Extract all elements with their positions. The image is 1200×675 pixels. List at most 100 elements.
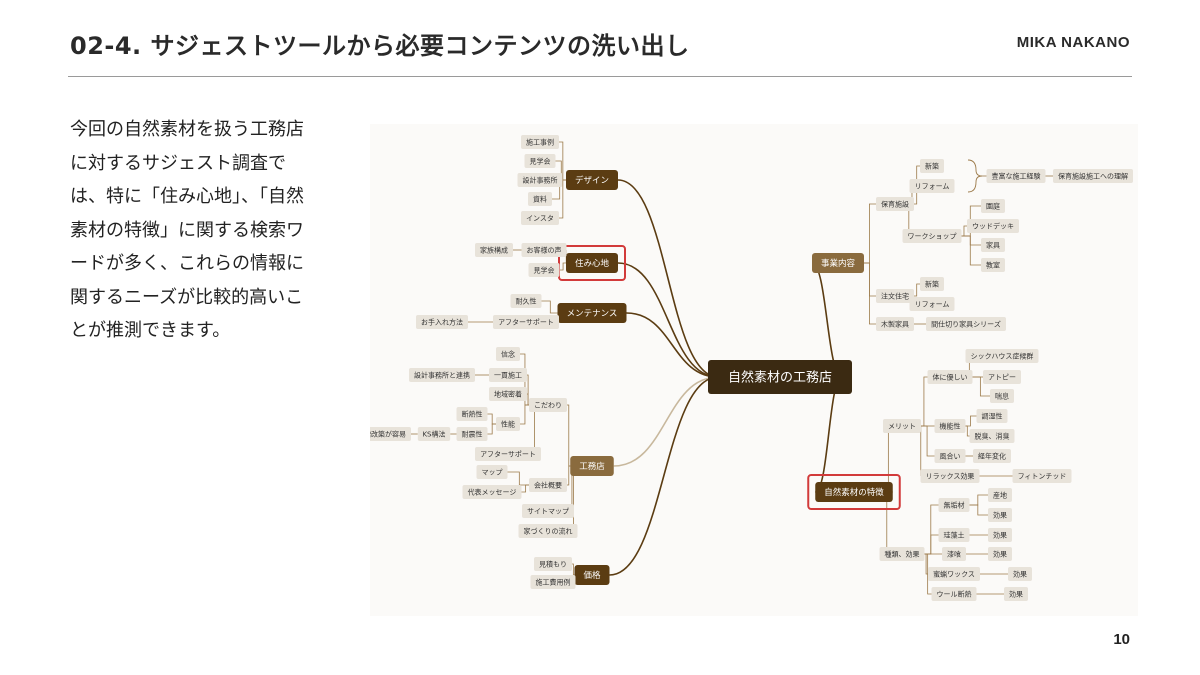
connector-line [507, 471, 529, 486]
connector-line [969, 504, 988, 516]
mind-map-leaf-node: マップ [476, 465, 508, 479]
node-label: 効果 [993, 531, 1007, 540]
connector-line [961, 235, 981, 266]
mind-map-leaf-node: 脱臭、消臭 [969, 429, 1015, 443]
node-label: 効果 [993, 550, 1007, 559]
connector-line [920, 425, 922, 477]
mind-map-leaf-node: アトピー [983, 370, 1021, 384]
connector-line [520, 404, 529, 425]
node-label: 耐震性 [462, 430, 483, 439]
mind-map-leaf-node: 風合い [934, 449, 966, 463]
page-number: 10 [1113, 631, 1130, 648]
connector-line [924, 504, 939, 555]
connector-line [572, 563, 575, 576]
mind-map-leaf-node: リラックス効果 [920, 469, 980, 483]
mind-map-leaf-node: 効果 [988, 528, 1012, 542]
node-label: 代表メッセージ [468, 488, 517, 497]
node-label: 経年変化 [978, 452, 1006, 461]
mind-map-leaf-node: 漆喰 [942, 547, 966, 561]
mind-map-leaf-node: アフターサポート [475, 447, 541, 461]
node-label: 家づくりの流れ [524, 527, 573, 536]
node-label: 見学会 [534, 266, 555, 275]
node-label: 効果 [1013, 570, 1027, 579]
node-label: 注文住宅 [881, 292, 909, 301]
node-label: 信念 [501, 350, 515, 359]
mind-map-leaf-node: 効果 [1008, 567, 1032, 581]
connector-line [487, 423, 496, 435]
connector-line [921, 376, 928, 427]
node-label: 機能性 [940, 422, 961, 431]
mind-map-leaf-node: 家具 [981, 238, 1005, 252]
mind-map-leaf-node: こだわり [529, 398, 567, 412]
mind-map-leaf-node: 産地 [988, 488, 1012, 502]
connector-line [487, 413, 496, 425]
node-label: お客様の声 [527, 246, 562, 255]
node-label: リフォーム [915, 183, 950, 191]
mind-map-leaf-node: 経年変化 [973, 449, 1011, 463]
node-label: 珪藻土 [944, 531, 965, 540]
mind-map-leaf-node: 体に優しい [927, 370, 973, 384]
mind-map-leaf-node: 設計事務所と連携 [409, 368, 475, 382]
node-label: 地域密着 [494, 390, 522, 399]
connector-line [559, 179, 566, 219]
mind-map-leaf-node: 信念 [496, 347, 520, 361]
mind-map-leaf-node: 無垢材 [938, 498, 970, 512]
mind-map-leaf-node: 効果 [1004, 587, 1028, 601]
highlight-box [558, 245, 626, 281]
node-label: 新築 [925, 162, 939, 171]
mind-map-leaf-node: サイトマップ [522, 504, 574, 518]
summary-paragraph: 今回の自然素材を扱う工務店に対するサジェスト調査では、特に「住み心地」、「自然素… [70, 119, 304, 341]
connector-line [521, 484, 529, 493]
mind-map-leaf-node: 家族構成 [475, 243, 513, 257]
connector-line [961, 235, 981, 246]
mind-map-leaf-node: ウッドデッキ [967, 219, 1019, 233]
connector-line [527, 393, 529, 406]
node-label: 設計事務所 [523, 176, 558, 185]
node-label: 住み心地 [575, 258, 610, 269]
node-label: 会社概要 [534, 481, 562, 490]
node-label: 種類、効果 [885, 550, 920, 559]
mind-map-leaf-node: リフォーム [909, 179, 955, 193]
node-label: 増改築が容易 [370, 430, 406, 439]
node-label: 体に優しい [933, 373, 968, 382]
node-label: 耐久性 [516, 297, 537, 306]
mind-map-root-node: 自然素材の工務店 [708, 360, 852, 394]
mind-map-leaf-node: 保育施設施工への理解 [1053, 169, 1133, 183]
node-label: アフターサポート [498, 318, 554, 327]
connector-line [811, 262, 843, 378]
node-label: 資料 [533, 195, 547, 204]
mind-map-branch-node: 自然素材の特徴 [815, 482, 893, 502]
connector-line [864, 203, 876, 264]
mind-map-leaf-node: 珪藻土 [938, 528, 970, 542]
node-label: KS構法 [422, 430, 445, 439]
connector-line [965, 415, 977, 427]
node-label: 効果 [993, 511, 1007, 520]
node-label: 新築 [925, 280, 939, 289]
mind-map-leaf-node: 会社概要 [529, 478, 567, 492]
mind-map-leaf-node: 見積もり [534, 557, 572, 571]
node-label: フィトンチッド [1018, 473, 1067, 481]
connector-line [559, 262, 566, 271]
node-label: インスタ [526, 214, 554, 223]
node-label: 脱臭、消臭 [975, 432, 1010, 441]
connector-line [921, 425, 935, 457]
mind-map-leaf-node: 見学会 [524, 154, 556, 168]
node-label: 調湿性 [982, 412, 1003, 421]
node-label: サイトマップ [527, 508, 569, 516]
connector-line [567, 404, 571, 467]
bracket [967, 159, 983, 193]
node-label: 家具 [986, 241, 1000, 250]
node-label: 保育施設 [881, 200, 909, 209]
mind-map-leaf-node: 性能 [496, 417, 520, 431]
connector-line [617, 179, 719, 378]
mind-map-leaf-node: アフターサポート [493, 315, 559, 329]
mind-map-leaf-node: 見学会 [528, 263, 560, 277]
node-label: 保育施設施工への理解 [1058, 172, 1128, 181]
node-label: 自然素材の特徴 [824, 487, 884, 498]
mind-map-leaf-node: 機能性 [934, 419, 966, 433]
mind-map-leaf-node: 地域密着 [489, 387, 527, 401]
author-name: MIKA NAKANO [1016, 34, 1130, 51]
connector-line [965, 425, 970, 437]
mind-map-leaf-node: 園庭 [981, 199, 1005, 213]
node-label: 風合い [940, 452, 961, 461]
